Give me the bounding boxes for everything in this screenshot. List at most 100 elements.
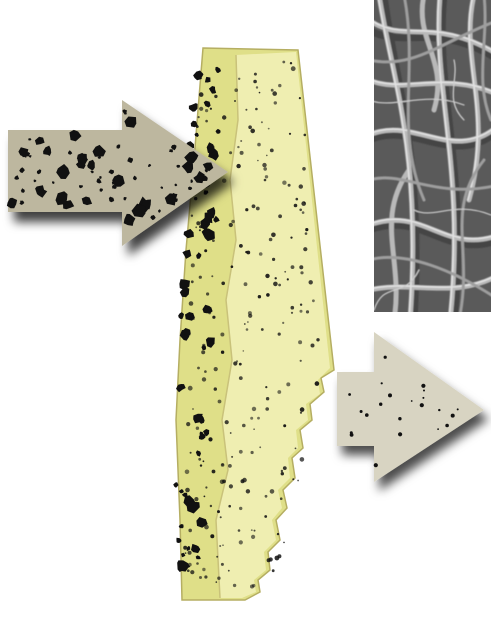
outflow-arrow <box>337 332 484 482</box>
trapped-speck <box>222 115 226 119</box>
trapped-speck <box>185 552 187 554</box>
trapped-speck <box>217 577 220 580</box>
trapped-speck <box>299 97 301 99</box>
trapped-speck <box>237 146 239 148</box>
trapped-speck <box>251 529 253 531</box>
trapped-speck <box>305 232 308 235</box>
trapped-speck <box>248 125 252 129</box>
trapped-speck <box>191 263 195 267</box>
trapped-speck <box>257 160 259 162</box>
trapped-speck <box>196 427 199 430</box>
trapped-speck <box>221 282 225 286</box>
trapped-speck <box>231 220 235 224</box>
trapped-speck <box>254 530 256 532</box>
trapped-speck <box>188 386 193 391</box>
trapped-speck <box>229 151 232 154</box>
trapped-speck <box>290 62 292 64</box>
outflow-particle <box>348 393 351 396</box>
trapped-speck <box>278 333 281 336</box>
trapped-speck <box>291 66 296 71</box>
trapped-speck <box>202 377 206 381</box>
inflow-particle <box>99 176 101 179</box>
trapped-speck <box>246 489 250 493</box>
trapped-speck <box>212 316 215 319</box>
trapped-speck <box>199 229 201 231</box>
trapped-speck <box>234 88 238 92</box>
trapped-speck <box>282 322 284 324</box>
trapped-speck <box>220 516 222 518</box>
outflow-particle <box>350 433 354 437</box>
trapped-speck <box>277 554 281 558</box>
trapped-speck <box>271 89 274 92</box>
trapped-speck <box>304 134 307 137</box>
trapped-speck <box>284 271 286 273</box>
trapped-speck <box>194 497 198 501</box>
outflow-particle <box>451 414 455 418</box>
trapped-speck <box>300 304 302 306</box>
trapped-speck <box>199 92 204 97</box>
trapped-speck <box>191 280 194 283</box>
trapped-speck <box>214 95 217 98</box>
trapped-speck <box>275 277 277 279</box>
trapped-speck <box>205 486 207 488</box>
trapped-speck <box>315 381 320 386</box>
trapped-speck <box>280 497 283 500</box>
trapped-speck <box>305 228 308 231</box>
trapped-speck <box>204 249 207 252</box>
trapped-speck <box>290 237 292 239</box>
trapped-speck <box>242 478 247 483</box>
trapped-speck <box>183 546 187 550</box>
trapped-speck <box>312 299 315 302</box>
trapped-speck <box>264 515 267 518</box>
trapped-speck <box>204 496 206 498</box>
trapped-speck <box>242 424 246 428</box>
trapped-speck <box>272 91 277 96</box>
trapped-speck <box>316 338 319 341</box>
trapped-speck <box>220 333 224 337</box>
trapped-speck <box>270 149 274 153</box>
trapped-speck <box>205 109 208 112</box>
trapped-speck <box>248 314 252 318</box>
trapped-speck <box>300 407 305 412</box>
trapped-speck <box>217 510 220 513</box>
trapped-speck <box>201 350 205 354</box>
trapped-speck <box>277 533 279 535</box>
outflow-particle <box>420 403 424 407</box>
trapped-speck <box>204 370 207 373</box>
trapped-speck <box>244 323 246 325</box>
trapped-speck <box>265 274 269 278</box>
trapped-speck <box>269 238 273 242</box>
trapped-speck <box>291 306 295 310</box>
trapped-speck <box>303 247 307 251</box>
trapped-speck <box>252 204 256 208</box>
trapped-speck <box>281 472 284 475</box>
trapped-speck <box>300 457 305 462</box>
trapped-speck <box>186 422 190 426</box>
trapped-speck <box>297 480 299 482</box>
trapped-speck <box>256 207 260 211</box>
trapped-speck <box>210 534 214 538</box>
trapped-speck <box>300 360 302 362</box>
trapped-speck <box>259 92 261 94</box>
trapped-speck <box>229 223 233 227</box>
trapped-speck <box>282 61 285 64</box>
trapped-speck <box>239 540 243 544</box>
trapped-speck <box>291 312 293 314</box>
trapped-speck <box>199 276 202 279</box>
trapped-speck <box>216 581 218 583</box>
trapped-speck <box>281 470 283 472</box>
trapped-speck <box>185 470 190 475</box>
trapped-speck <box>228 464 232 468</box>
trapped-speck <box>309 280 313 284</box>
trapped-speck <box>200 464 202 466</box>
outflow-particle <box>379 403 382 406</box>
trapped-speck <box>302 211 305 214</box>
trapped-speck <box>195 226 197 228</box>
trapped-speck <box>300 310 303 313</box>
trapped-speck <box>251 535 255 539</box>
trapped-speck <box>304 202 306 204</box>
trapped-speck <box>205 120 208 123</box>
trapped-speck <box>199 576 202 579</box>
